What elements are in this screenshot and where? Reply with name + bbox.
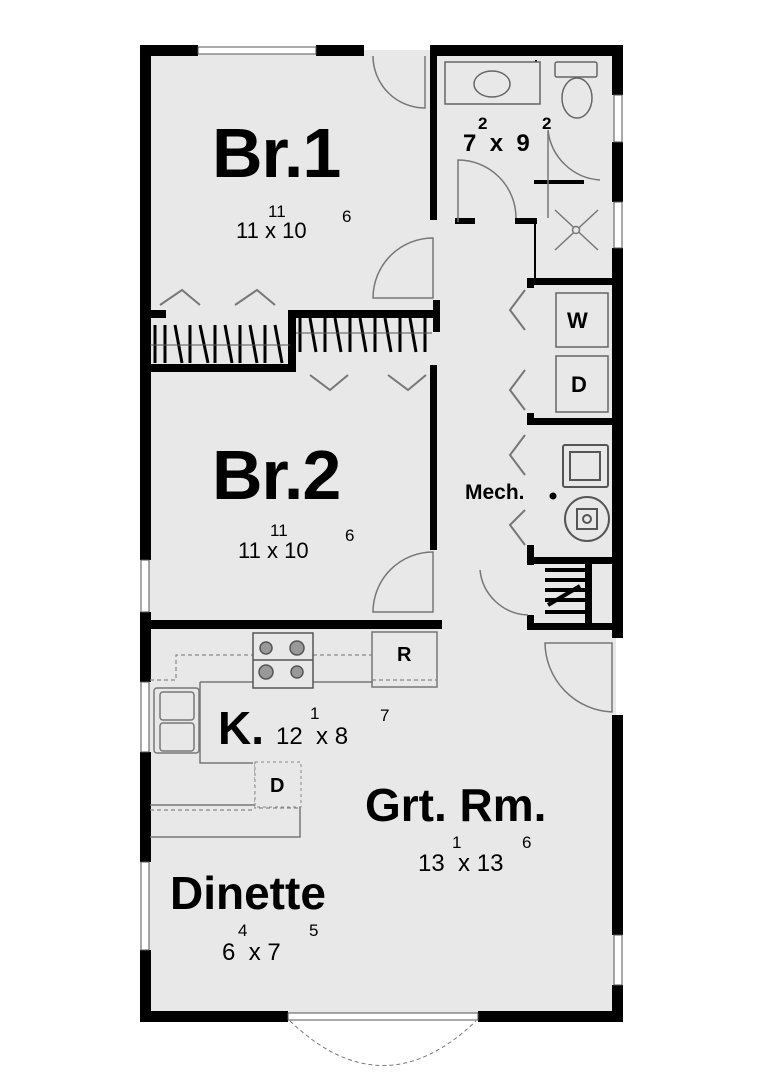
- laundry-appliances: [555, 292, 609, 413]
- dim-sep: x: [316, 723, 329, 750]
- room-label-br2: Br.2: [212, 436, 341, 514]
- mech-dot: [549, 492, 557, 500]
- closet-br1: [153, 324, 284, 364]
- room-dims-great-room-depth-in: 6: [522, 833, 532, 852]
- dryer-label: D: [571, 372, 587, 397]
- dim-sep: x: [248, 939, 261, 966]
- room-label-mech: Mech.: [465, 481, 525, 504]
- dim-sep: x: [489, 130, 504, 157]
- room-dims-br1: 11 x 10: [236, 220, 307, 242]
- room-dims-br1-depth-in: 6: [342, 207, 352, 226]
- room-dims-br2-depth-in: 6: [345, 526, 355, 545]
- dim-sep: x: [266, 538, 278, 563]
- dim-width: 12: [276, 723, 303, 750]
- room-dims-bath-depth-in: 2: [542, 114, 552, 133]
- dim-width: 7: [463, 130, 477, 157]
- room-label-br1: Br.1: [212, 114, 341, 192]
- room-dims-kitchen: 12 x 8: [276, 725, 348, 749]
- mech-equipment: [562, 444, 610, 542]
- refrigerator-label: R: [397, 644, 412, 666]
- room-label-great-room: Grt. Rm.: [365, 779, 547, 831]
- dim-depth: 10: [284, 538, 309, 563]
- swing-doors: [372, 55, 613, 713]
- room-dims-great-room-width-in: 1: [452, 833, 462, 852]
- kitchen-counters: [150, 631, 438, 838]
- room-dims-kitchen-width-in: 1: [310, 704, 320, 723]
- room-dims-br2-width-in: 11: [270, 521, 288, 540]
- patio-door-swing: [289, 1020, 477, 1066]
- dim-depth: 13: [476, 850, 504, 877]
- room-dims-br1-width-in: 11: [268, 202, 286, 221]
- windows: [140, 46, 623, 1021]
- floor-area: [146, 50, 616, 1020]
- washer-label: W: [567, 308, 588, 333]
- room-dims-great-room: 13 x 13: [418, 852, 503, 876]
- dim-sep: x: [264, 218, 276, 243]
- room-dims-bath-width-in: 2: [478, 114, 488, 133]
- range: [252, 632, 314, 689]
- dishwasher-box: [254, 761, 302, 808]
- bath-fixtures: [444, 61, 598, 119]
- dishwasher-label: D: [270, 775, 285, 797]
- dim-width: 11: [236, 218, 259, 243]
- dim-depth: 9: [516, 130, 530, 157]
- bifold-doors: [159, 288, 526, 546]
- stairs: [545, 568, 585, 614]
- room-dims-dinette-width-in: 4: [238, 921, 248, 940]
- sink: [153, 687, 200, 754]
- room-dims-kitchen-depth-in: 7: [380, 706, 390, 725]
- dim-depth: 7: [267, 939, 281, 966]
- exterior-walls: [140, 45, 623, 1022]
- dim-depth: 8: [334, 723, 349, 750]
- shower: [554, 209, 599, 251]
- room-dims-bath: 7 x 9: [463, 132, 530, 156]
- dim-sep: x: [458, 850, 471, 877]
- dim-depth: 10: [282, 218, 307, 243]
- dim-width: 13: [418, 850, 445, 877]
- room-dims-br2: 11 x 10: [238, 540, 309, 562]
- room-label-kitchen: K.: [218, 702, 264, 754]
- room-dims-dinette-depth-in: 5: [309, 921, 319, 940]
- dim-width: 6: [222, 939, 236, 966]
- dim-width: 11: [238, 538, 261, 563]
- interior-walls: [145, 45, 617, 630]
- closet-br2: [298, 317, 427, 353]
- room-label-dinette: Dinette: [170, 867, 326, 919]
- room-dims-dinette: 6 x 7: [222, 941, 281, 965]
